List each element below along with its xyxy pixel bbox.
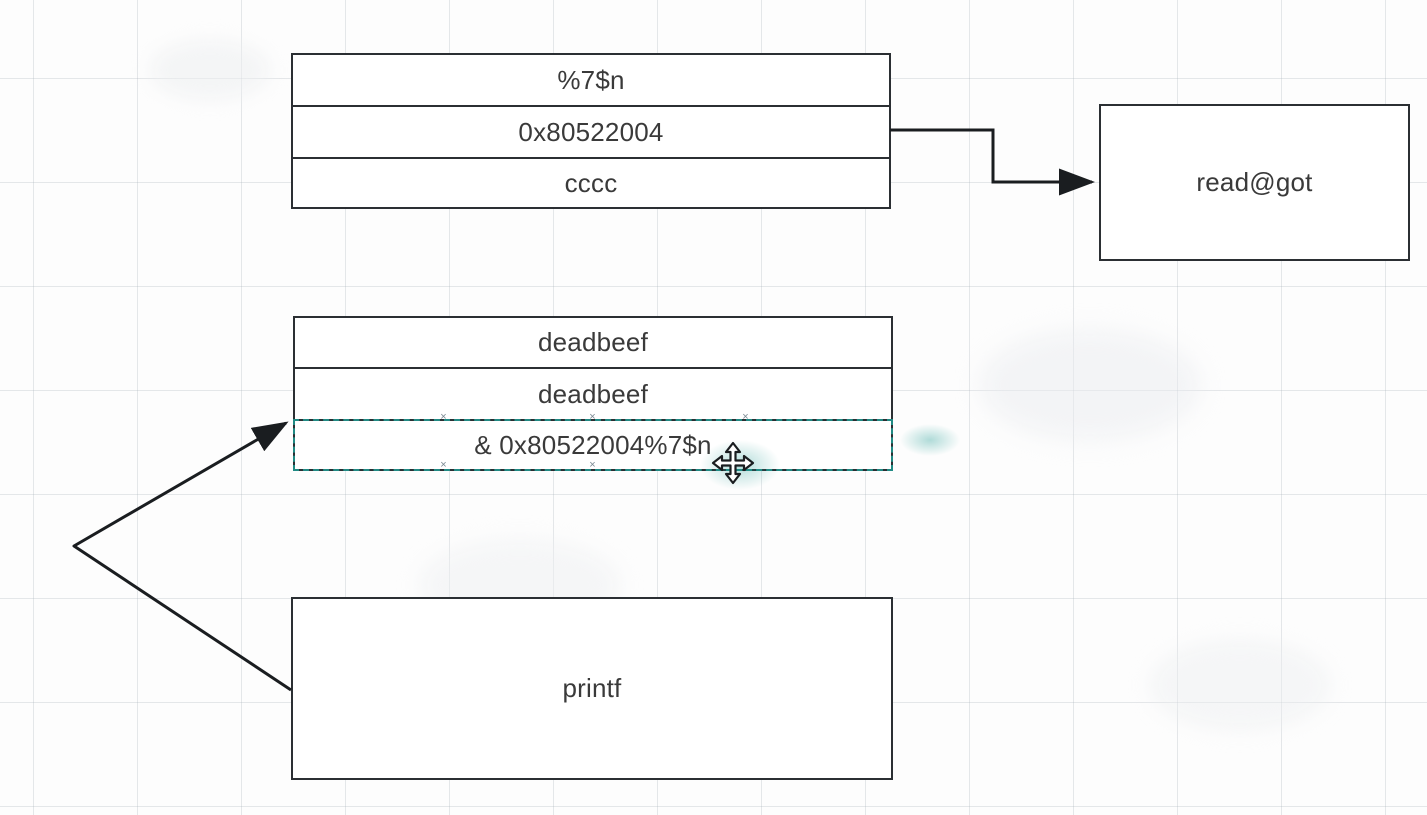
table-row[interactable]: 0x80522004 [293, 107, 889, 159]
printf-label: printf [562, 673, 622, 703]
row-label: 0x80522004 [518, 116, 664, 147]
table-row[interactable]: deadbeef [295, 369, 891, 421]
selection-glow [900, 424, 960, 456]
read-got-label: read@got [1196, 167, 1313, 197]
printf-box[interactable]: printf [291, 597, 893, 780]
row-label: %7$n [557, 64, 625, 95]
stack-contents-table[interactable]: deadbeef deadbeef & 0x80522004%7$n [293, 316, 893, 471]
row-label: deadbeef [537, 378, 649, 409]
paper-texture-blob [1150, 640, 1330, 730]
row-label: & 0x80522004%7$n [474, 429, 712, 460]
table-row-selected[interactable]: & 0x80522004%7$n [295, 421, 891, 469]
printf-to-stack-arrow [72, 421, 292, 692]
read-got-box[interactable]: read@got [1099, 104, 1410, 261]
table-row[interactable]: %7$n [293, 55, 889, 107]
paper-texture-blob [150, 40, 270, 100]
row-label: deadbeef [537, 327, 649, 357]
format-string-payload-table[interactable]: %7$n 0x80522004 cccc [291, 53, 891, 209]
row-label: cccc [564, 167, 618, 198]
table-row[interactable]: cccc [293, 159, 889, 207]
table-row[interactable]: deadbeef [295, 318, 891, 369]
paper-texture-blob [980, 330, 1200, 440]
payload-to-got-arrow [890, 128, 1095, 196]
